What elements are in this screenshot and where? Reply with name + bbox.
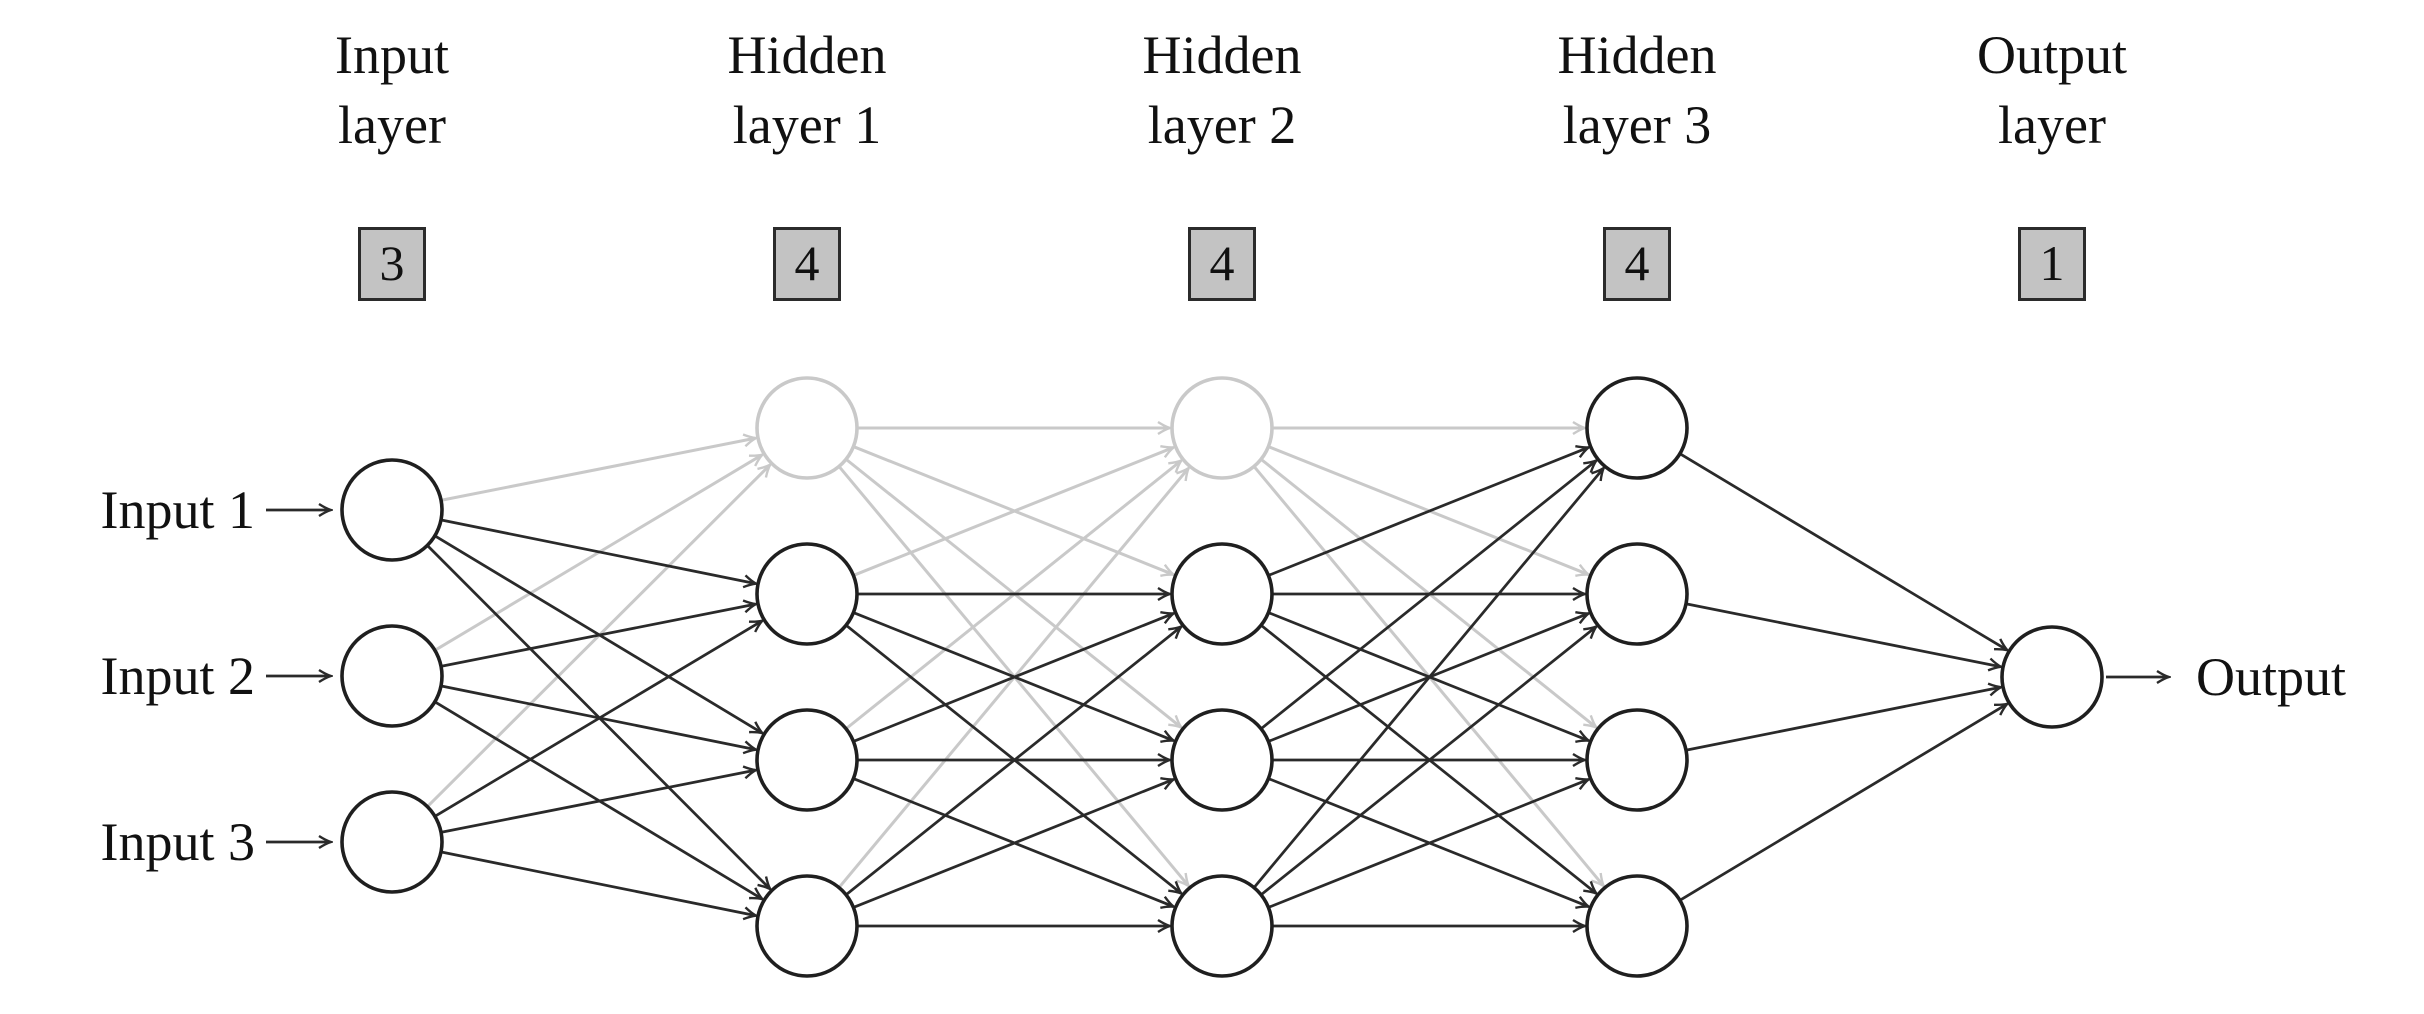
layer-size-value: 4 bbox=[1209, 235, 1235, 291]
edge-dimmed bbox=[441, 438, 755, 502]
layer-header-line: Hidden bbox=[1142, 25, 1302, 85]
neuron-node-hidden3-2 bbox=[1585, 542, 1689, 646]
edge bbox=[1686, 687, 2000, 752]
edge bbox=[1680, 704, 2007, 901]
edge bbox=[441, 850, 755, 915]
layer-header-line: Output bbox=[1976, 25, 2127, 85]
neuron-node-hidden3-4 bbox=[1585, 874, 1689, 978]
input-label-2: Input 2 bbox=[100, 646, 256, 706]
edge bbox=[853, 780, 1172, 909]
layer-size-badge-input: 3 bbox=[358, 227, 426, 301]
neuron-node-hidden1-2 bbox=[755, 542, 859, 646]
neuron-node-output-1 bbox=[2000, 625, 2104, 729]
edges-group bbox=[427, 428, 2007, 926]
layer-header-line: layer 1 bbox=[732, 95, 882, 155]
edge bbox=[1680, 453, 2007, 649]
neuron-node-input-3 bbox=[340, 790, 444, 894]
layer-header-hidden1: Hidden layer 1 bbox=[657, 20, 957, 160]
neuron-node-hidden2-4 bbox=[1170, 874, 1274, 978]
io-arrows-group bbox=[266, 510, 2168, 842]
neuron-node-hidden1-1-dropped bbox=[755, 376, 859, 480]
edge bbox=[441, 604, 755, 668]
layer-header-line: layer 2 bbox=[1147, 95, 1297, 155]
layer-size-value: 4 bbox=[1624, 235, 1650, 291]
edge bbox=[845, 627, 1181, 896]
layer-size-badge-output: 1 bbox=[2018, 227, 2086, 301]
layer-header-line: Input bbox=[335, 25, 449, 85]
edge bbox=[1686, 602, 2000, 667]
layer-size-badge-hidden3: 4 bbox=[1603, 227, 1671, 301]
edge-dimmed bbox=[853, 448, 1172, 577]
neuron-node-hidden1-4 bbox=[755, 874, 859, 978]
edge bbox=[1268, 780, 1587, 909]
neuron-node-hidden1-3 bbox=[755, 708, 859, 812]
layer-header-hidden2: Hidden layer 2 bbox=[1072, 20, 1372, 160]
layer-header-hidden3: Hidden layer 3 bbox=[1487, 20, 1787, 160]
layer-header-line: layer 3 bbox=[1562, 95, 1712, 155]
layer-header-input: Input layer bbox=[242, 20, 542, 160]
layer-header-line: Hidden bbox=[727, 25, 887, 85]
edge bbox=[1268, 448, 1587, 577]
layer-header-line: Hidden bbox=[1557, 25, 1717, 85]
edge bbox=[441, 518, 755, 583]
neuron-node-input-2 bbox=[340, 624, 444, 728]
nodes-group bbox=[340, 376, 2104, 978]
layer-header-output: Output layer bbox=[1902, 20, 2202, 160]
edge bbox=[441, 770, 755, 834]
neuron-node-input-1 bbox=[340, 458, 444, 562]
layer-size-value: 1 bbox=[2039, 235, 2065, 291]
layer-header-line: layer bbox=[338, 95, 446, 155]
layer-size-value: 4 bbox=[794, 235, 820, 291]
neuron-node-hidden3-1 bbox=[1585, 376, 1689, 480]
input-label-3: Input 3 bbox=[100, 812, 256, 872]
input-label-1: Input 1 bbox=[100, 480, 256, 540]
edge bbox=[1260, 627, 1596, 896]
layer-header-line: layer bbox=[1998, 95, 2106, 155]
edge bbox=[853, 614, 1172, 743]
edge bbox=[1260, 461, 1596, 730]
output-label: Output bbox=[2196, 647, 2347, 707]
edge bbox=[1253, 469, 1603, 888]
neuron-node-hidden2-2 bbox=[1170, 542, 1274, 646]
neuron-node-hidden3-3 bbox=[1585, 708, 1689, 812]
neuron-node-hidden2-3 bbox=[1170, 708, 1274, 812]
layer-size-value: 3 bbox=[379, 235, 405, 291]
edge bbox=[435, 621, 762, 818]
neuron-node-hidden2-1-dropped bbox=[1170, 376, 1274, 480]
layer-size-badge-hidden1: 4 bbox=[773, 227, 841, 301]
layer-size-badge-hidden2: 4 bbox=[1188, 227, 1256, 301]
